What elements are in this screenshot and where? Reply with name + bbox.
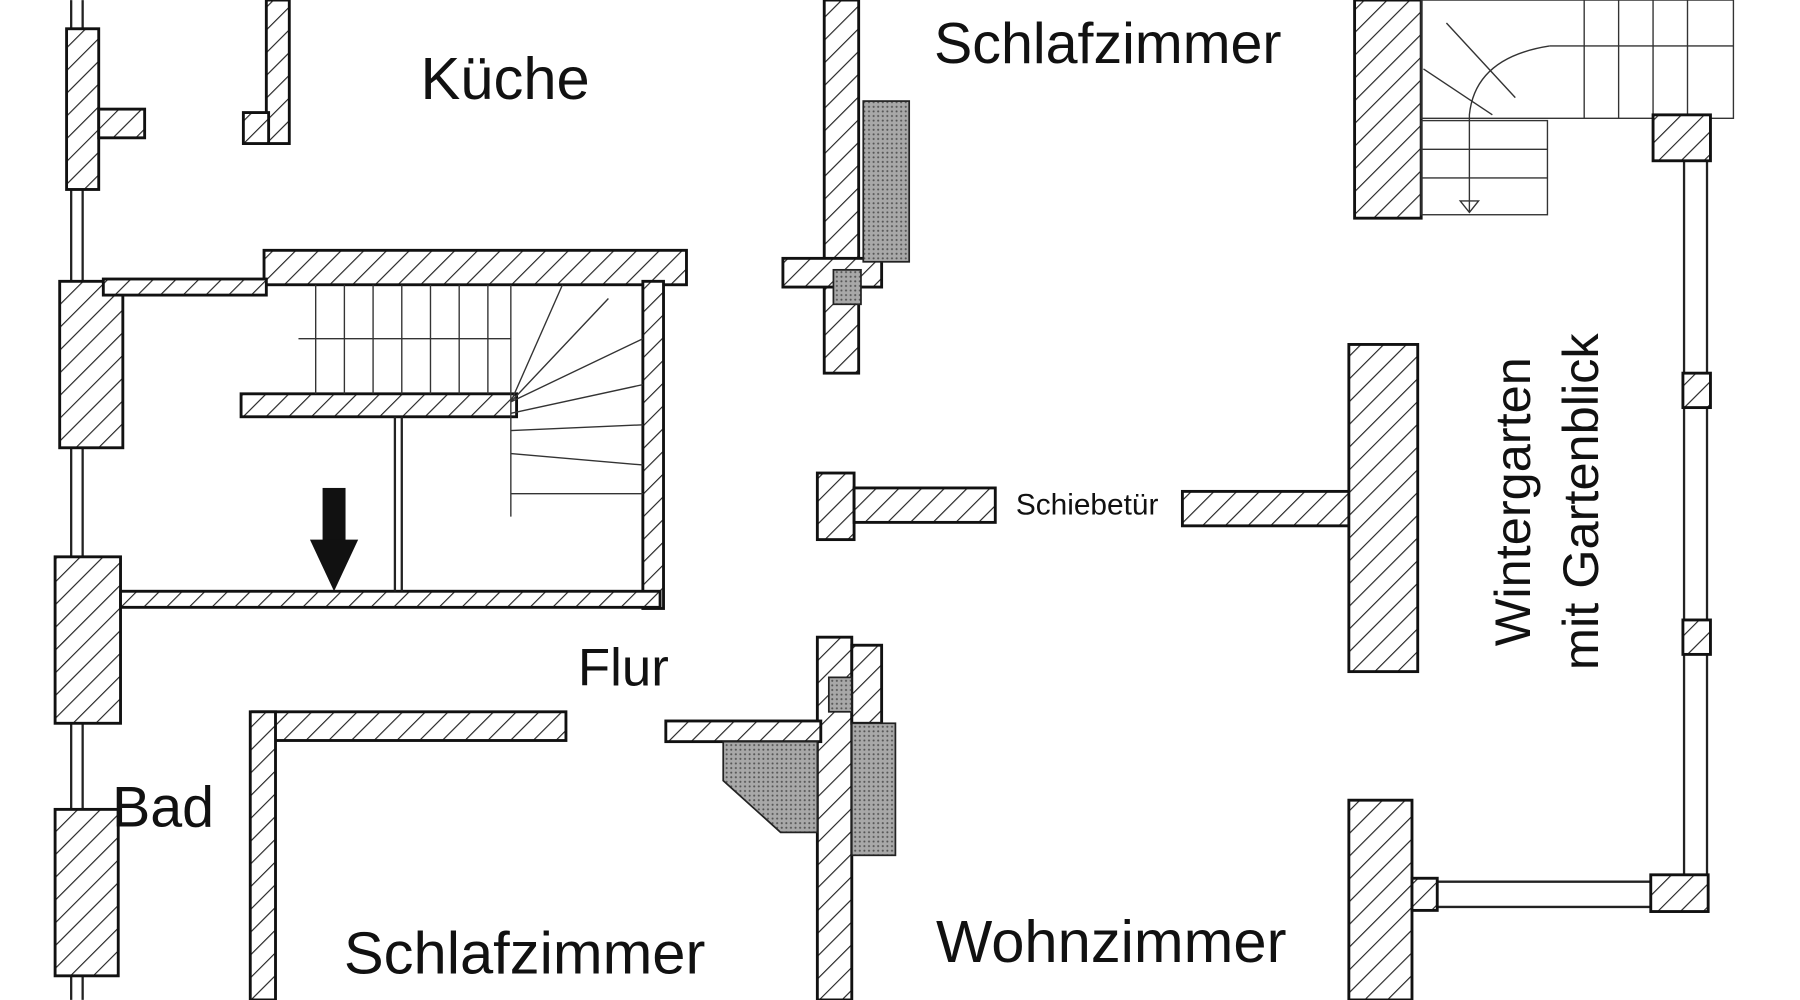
room-label-bathroom: Bad: [112, 776, 214, 840]
sliding-door-label: Schiebetür: [1016, 488, 1159, 521]
staircase-left: [298, 284, 644, 517]
down-arrow-icon: [309, 487, 359, 592]
room-label-winter-garden-2: mit Gartenblick: [1552, 333, 1609, 671]
room-label-living-room: Wohnzimmer: [936, 908, 1286, 975]
room-label-bedroom-bottom: Schlafzimmer: [344, 920, 706, 987]
walls: [53, 0, 1735, 1000]
room-label-winter-garden-1: Wintergarten: [1484, 357, 1541, 646]
room-label-kitchen: Küche: [420, 45, 589, 112]
room-label-bedroom-top: Schlafzimmer: [934, 12, 1282, 76]
staircase-right: [1420, 0, 1735, 216]
room-label-hallway: Flur: [578, 638, 669, 697]
